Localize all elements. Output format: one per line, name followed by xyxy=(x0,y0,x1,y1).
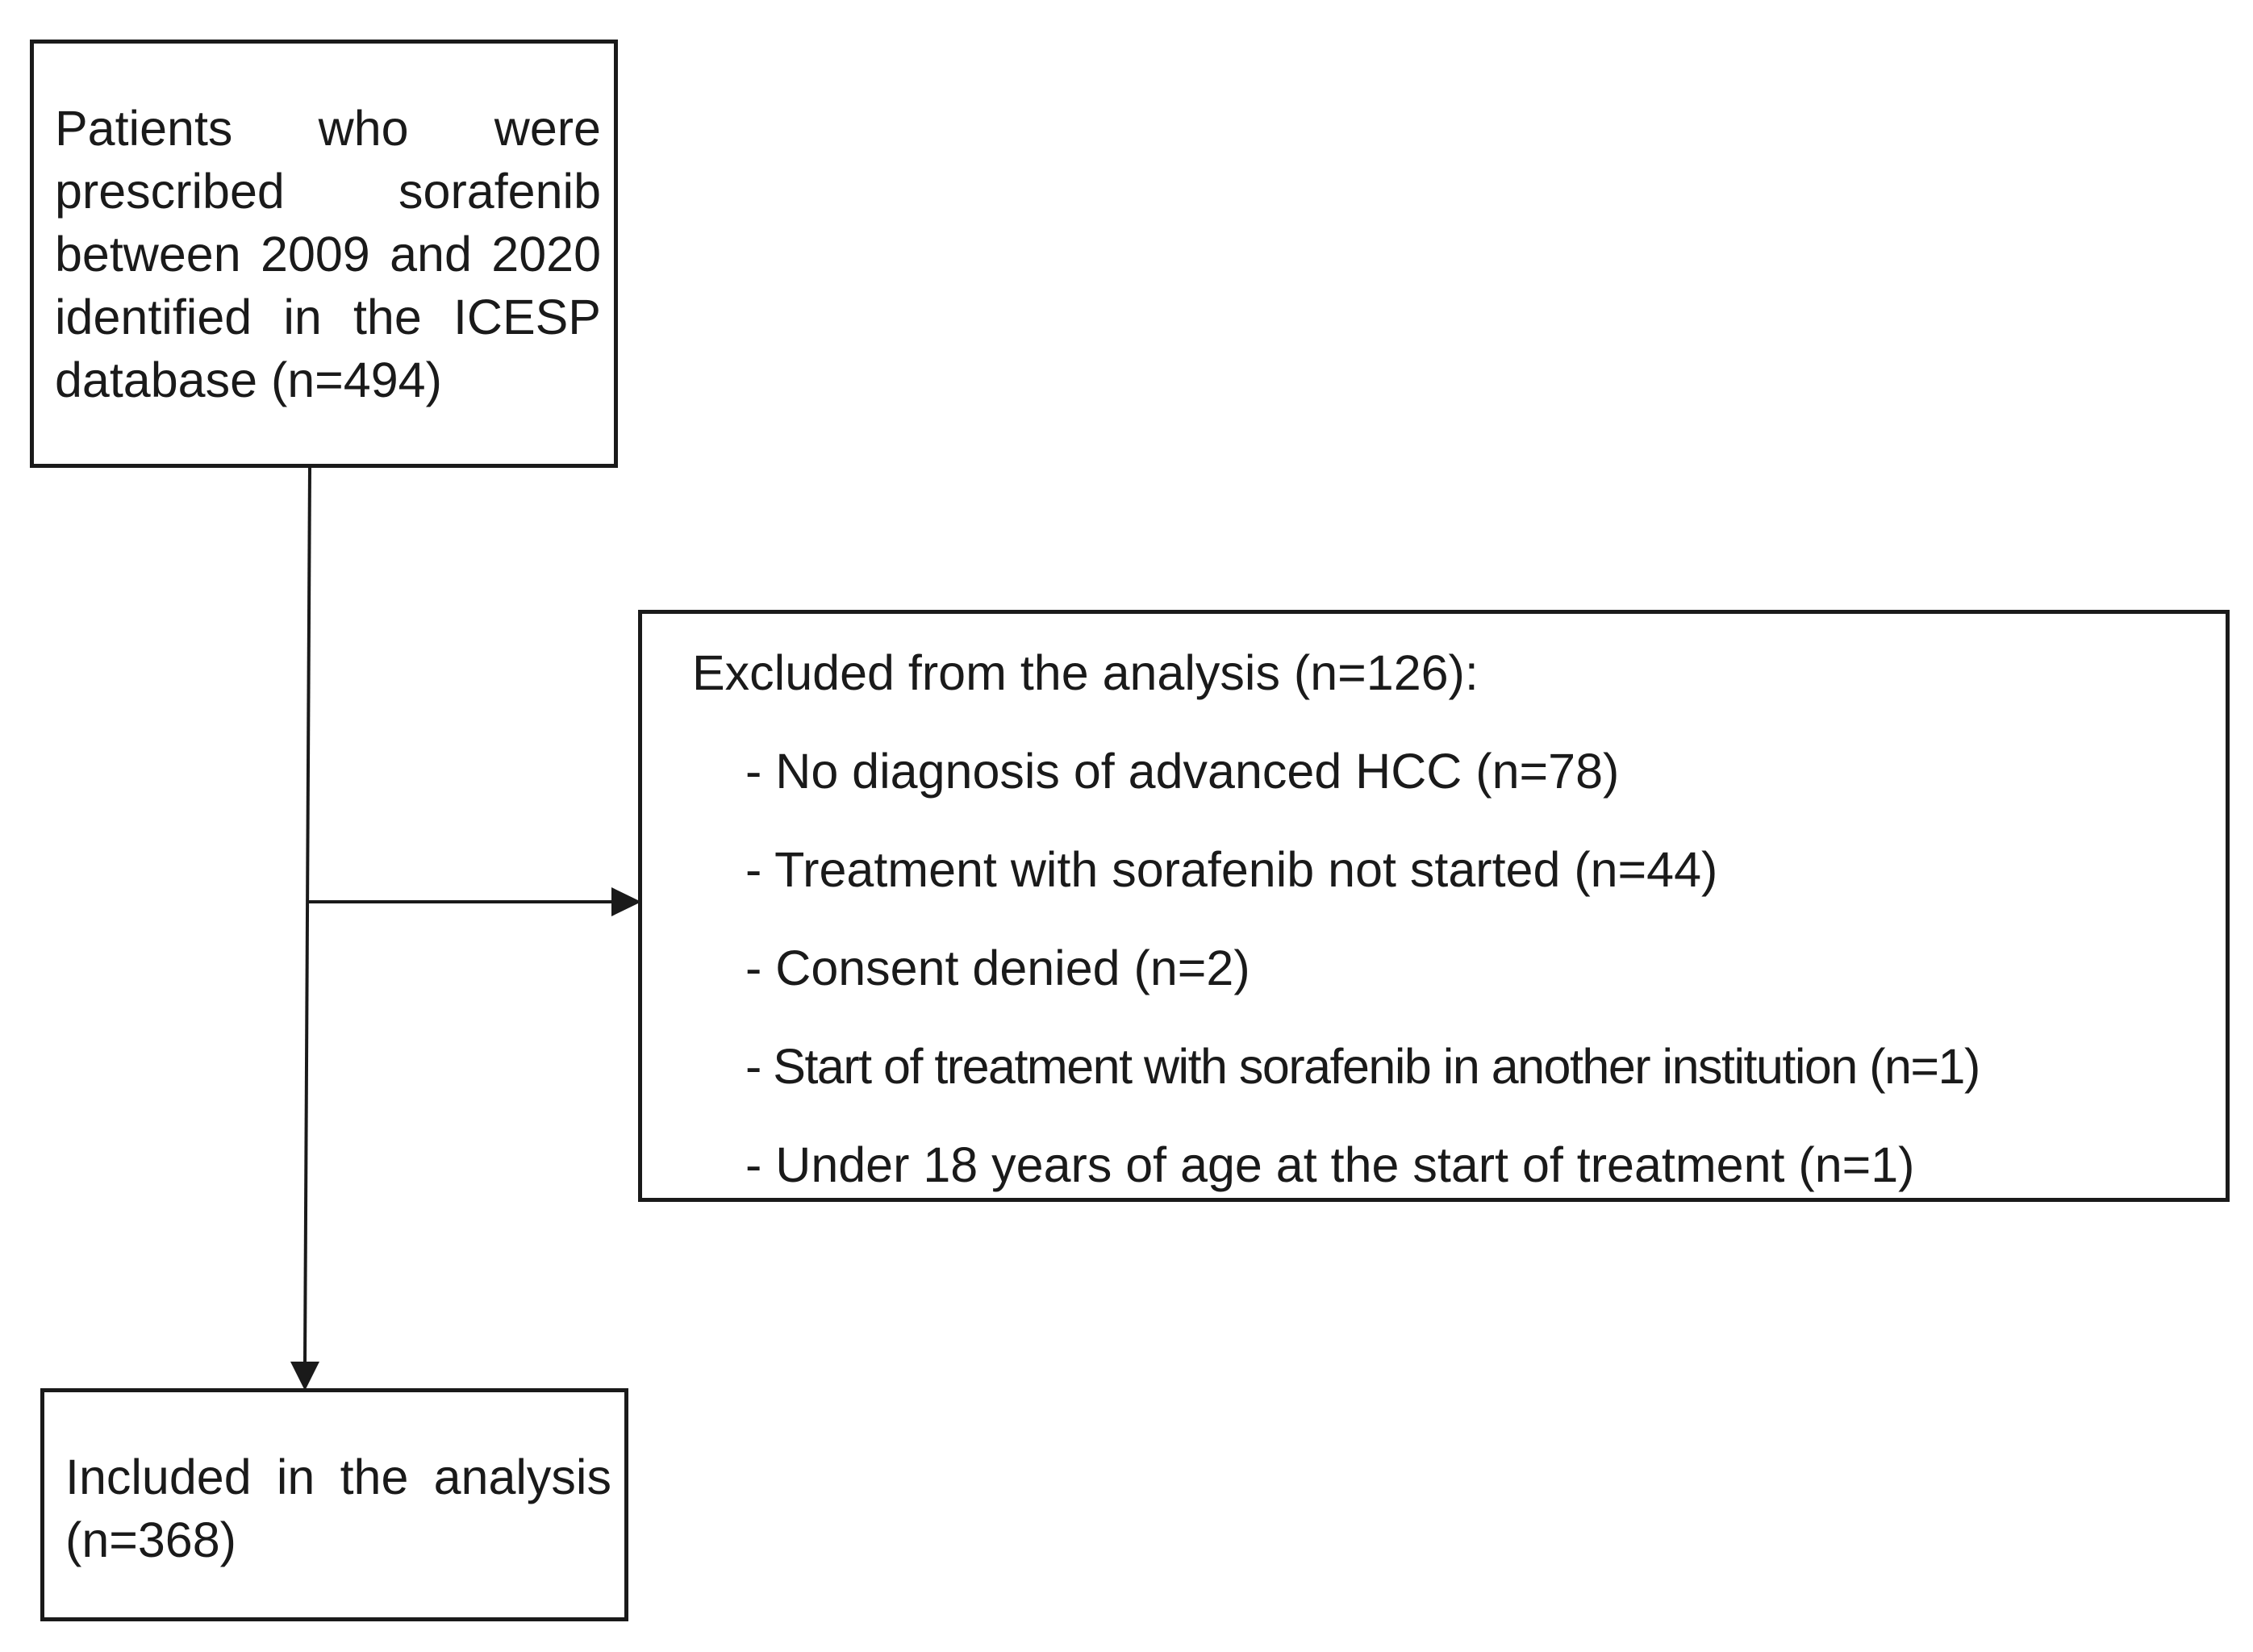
exclusion-reasons-list: - No diagnosis of advanced HCC (n=78) - … xyxy=(692,740,2209,1196)
eligible-patients-text: Patients who were prescribed sorafenib b… xyxy=(55,101,601,407)
exclusion-reason-treatment-not-started: - Treatment with sorafenib not started (… xyxy=(745,842,1718,897)
included-patients-box: Included in the analysis (n=368) xyxy=(40,1388,628,1621)
main-flow-line xyxy=(303,467,311,1364)
exclusion-reason-other-institution: - Start of treatment with sorafenib in a… xyxy=(745,1039,1980,1094)
exclusion-reason-no-advanced-hcc: - No diagnosis of advanced HCC (n=78) xyxy=(745,744,1620,799)
exclusion-reason-consent-denied: - Consent denied (n=2) xyxy=(745,941,1250,995)
exclusion-branch-arrowhead xyxy=(611,887,641,916)
excluded-patients-box: Excluded from the analysis (n=126): - No… xyxy=(638,610,2230,1202)
excluded-heading: Excluded from the analysis (n=126): xyxy=(692,645,1479,700)
main-flow-arrowhead xyxy=(290,1362,319,1391)
eligible-patients-box: Patients who were prescribed sorafenib b… xyxy=(30,40,618,468)
included-patients-text: Included in the analysis (n=368) xyxy=(65,1450,611,1567)
exclusion-reason-under-18: - Under 18 years of age at the start of … xyxy=(745,1137,1915,1192)
